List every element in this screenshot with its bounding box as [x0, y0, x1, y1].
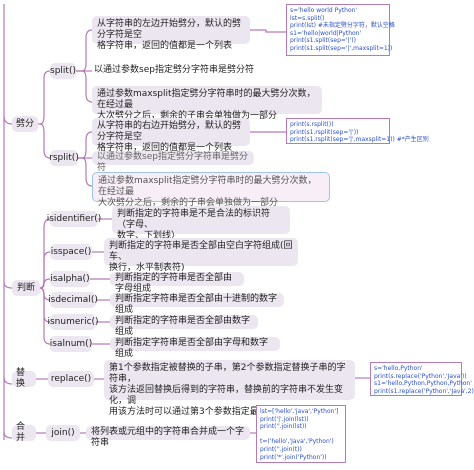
method-split[interactable]: split() [50, 63, 76, 79]
category-split[interactable]: 劈分 [12, 116, 38, 132]
split-desc-sep[interactable]: 以通过参数sep指定劈分字符串是劈分符 [94, 65, 254, 75]
category-judge-label: 判断 [16, 282, 35, 293]
isdecimal-desc[interactable]: 判断指定字符串是否全部由十进制的数字组成 [110, 293, 284, 315]
method-isalnum[interactable]: isalnum() [50, 336, 92, 352]
edge-root-judge [3, 281, 13, 289]
method-rsplit[interactable]: rsplit() [49, 150, 79, 166]
method-replace[interactable]: replace() [48, 371, 94, 387]
category-replace-label: 替换 [16, 368, 26, 389]
split-desc-maxsplit[interactable]: 通过参数maxsplit指定劈分字符串时的最大劈分次数，在经过最 大次劈分之后，… [92, 86, 322, 121]
split-code-snippet: s='hello world Python' lst=s.split() pri… [286, 4, 395, 56]
method-rsplit-label: rsplit() [49, 152, 79, 163]
method-isidentifier[interactable]: isidentifier() [47, 211, 101, 227]
edge-judge-isspace [39, 251, 51, 289]
category-split-label: 劈分 [16, 118, 35, 129]
method-isalpha[interactable]: isalpha() [50, 271, 90, 287]
method-isalnum-label: isalnum() [49, 338, 93, 349]
edge-split-group [38, 70, 51, 125]
method-join[interactable]: join() [46, 425, 80, 441]
method-replace-label: replace() [50, 373, 92, 384]
replace-code-snippet: s='hello,Python' print(s.replace('Python… [370, 362, 474, 396]
method-isalpha-label: isalpha() [50, 273, 90, 284]
method-isnumeric-label: isnumeric() [47, 316, 99, 327]
join-desc[interactable]: 将列表或元组中的字符串合并成一个字符串 [86, 426, 250, 448]
split-desc-default[interactable]: 从字符串的左边开始劈分，默认的劈分字符是空 格字符串，返回的值都是一个列表 [92, 16, 250, 51]
edge-rsplit-group [39, 123, 51, 159]
edge-root-replace [3, 376, 13, 385]
rsplit-desc-maxsplit[interactable]: 通过参数maxsplit指定劈分字符串时的最大劈分次数，在经过最 大次劈分之后，… [92, 172, 330, 208]
edge-rsplit-desc1 [78, 131, 93, 159]
category-join[interactable]: 合并 [12, 422, 36, 443]
method-join-label: join() [51, 427, 75, 438]
rsplit-desc-sep[interactable]: 以通过参数sep指定劈分字符串是劈分符 [92, 151, 254, 173]
isidentifier-desc[interactable]: 判断指定的字符串是不是合法的标识符（字母、 数字、下划线） [112, 206, 290, 241]
category-join-label: 合并 [16, 422, 26, 443]
isspace-desc[interactable]: 判断指定的字符串是否全部由空白字符组成(回车、 换行，水平制表符) [104, 238, 298, 273]
category-judge[interactable]: 判断 [12, 280, 40, 296]
category-replace[interactable]: 替换 [12, 368, 36, 389]
isalnum-desc[interactable]: 判断指定字符串是否全部由字母和数字组成 [110, 337, 280, 359]
rsplit-code-snippet: print(s.rsplit()) print(s1.rsplit(sep='|… [286, 118, 429, 144]
method-isnumeric[interactable]: isnumeric() [47, 314, 99, 330]
edge-rsplit-desc3 [81, 157, 93, 187]
method-split-label: split() [50, 65, 76, 76]
edge-root-split [3, 115, 13, 125]
edge-judge-isalnum [39, 287, 51, 345]
method-isspace-label: isspace() [50, 246, 92, 257]
edge-split-desc3 [81, 70, 93, 103]
replace-desc[interactable]: 第1个参数指定被替换的子串，第2个参数指定替换子串的字符串， 该方法返回替换后得… [104, 360, 355, 417]
join-code-snippet: lst=['hello','java','Python'] print('|'.… [256, 405, 346, 463]
isalpha-desc[interactable]: 判断指定的字符串是否全部由字母组成 [110, 272, 244, 294]
method-isdecimal[interactable]: isdecimal() [48, 292, 98, 308]
rsplit-desc-default[interactable]: 从字符串的右边开始劈分，默认的劈分字符是空 格字符串，返回的值都是一个列表 [92, 118, 250, 153]
edge-judge-isalpha [39, 278, 51, 289]
edge-split-desc1 [76, 29, 93, 72]
method-isdecimal-label: isdecimal() [48, 294, 98, 305]
edge-root-join [3, 431, 13, 439]
isnumeric-desc[interactable]: 判断指定的字符串是否全部由数字组成 [110, 315, 258, 337]
edge-split-code [250, 29, 286, 33]
method-isidentifier-label: isidentifier() [46, 213, 102, 224]
method-isspace[interactable]: isspace() [50, 244, 92, 260]
